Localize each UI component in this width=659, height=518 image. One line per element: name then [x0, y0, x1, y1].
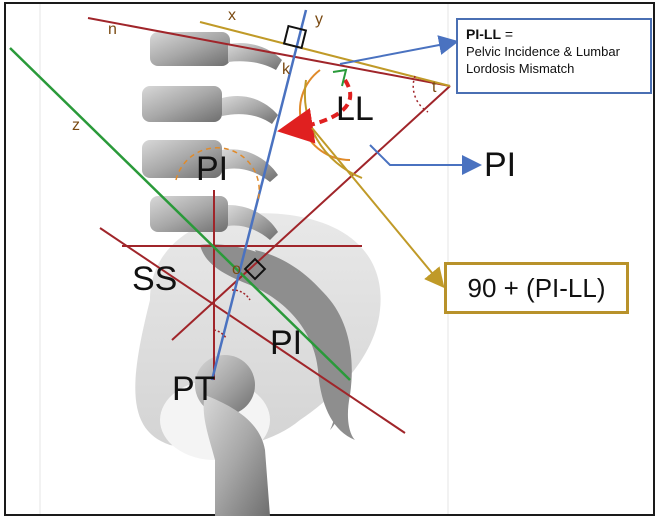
- label-ss: SS: [132, 262, 177, 296]
- facet-1: [228, 43, 282, 70]
- label-n: n: [108, 22, 117, 38]
- vertebra-l2: [142, 86, 222, 122]
- label-y: y: [315, 12, 323, 28]
- label-pi-arrow: PI: [484, 148, 516, 182]
- facet-2: [222, 96, 278, 124]
- green-tick: [333, 70, 346, 86]
- label-x: x: [228, 8, 236, 24]
- label-pi-upper: PI: [196, 152, 228, 186]
- definition-equals: =: [501, 26, 513, 42]
- definition-box: PI-LL = Pelvic Incidence & Lumbar Lordos…: [456, 18, 652, 94]
- label-o: o: [232, 262, 241, 278]
- definition-title-text: PI-LL: [466, 26, 501, 42]
- label-k: k: [282, 62, 290, 78]
- line-n: [88, 18, 450, 86]
- label-ll: LL: [336, 92, 374, 126]
- callout-arrow-pi: [370, 145, 478, 165]
- callout-arrow-pill: [340, 42, 455, 64]
- definition-line-2: Lordosis Mismatch: [466, 61, 642, 78]
- label-pi-lower: PI: [270, 326, 302, 360]
- label-pt: PT: [172, 372, 215, 406]
- formula-box: 90 + (PI-LL): [444, 262, 629, 314]
- definition-line-1: Pelvic Incidence & Lumbar: [466, 44, 642, 61]
- vertebra-l4: [150, 196, 228, 232]
- right-angle-marker-top: [284, 26, 306, 48]
- label-t: t: [432, 80, 436, 96]
- label-z: z: [72, 118, 80, 134]
- definition-title: PI-LL =: [466, 26, 642, 42]
